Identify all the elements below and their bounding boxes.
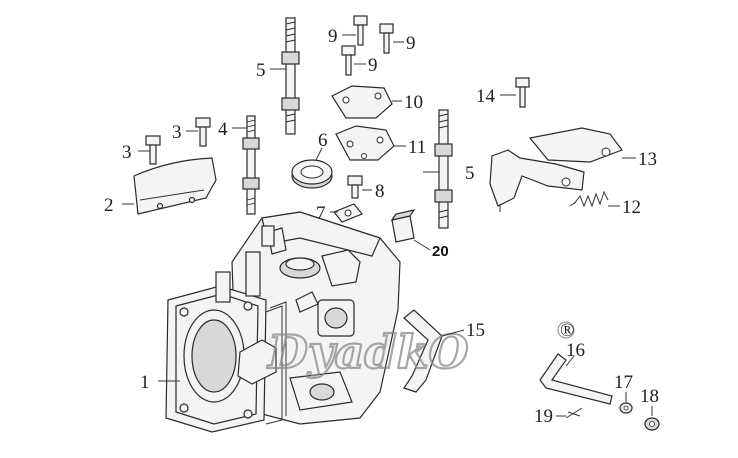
bolt-9c (341, 45, 356, 76)
cylinder-head (165, 211, 401, 433)
callout-3a: 3 (122, 142, 132, 163)
bolt-14 (515, 77, 530, 108)
callout-11: 11 (408, 137, 426, 158)
callout-1: 1 (140, 372, 150, 393)
washer-17 (619, 402, 633, 414)
callout-2: 2 (104, 195, 114, 216)
callout-12: 12 (622, 197, 641, 218)
bolt-8 (347, 175, 363, 199)
callout-18: 18 (640, 386, 659, 407)
registered-mark: ® (560, 320, 574, 341)
callout-6: 6 (318, 130, 328, 151)
spring-12 (569, 190, 609, 208)
bolt-9a (353, 15, 368, 46)
part-20-box (390, 209, 416, 243)
cotter-pin-19 (565, 407, 583, 419)
callout-16: 16 (566, 340, 585, 361)
callout-7: 7 (316, 203, 326, 224)
stud-5-left (281, 17, 300, 135)
callout-10: 10 (404, 92, 423, 113)
breather-tube (403, 309, 443, 393)
callout-20: 20 (432, 243, 449, 260)
callout-17: 17 (614, 372, 633, 393)
callout-3b: 3 (172, 122, 182, 143)
callout-9a: 9 (328, 26, 338, 47)
callout-13: 13 (638, 149, 657, 170)
callout-9b: 9 (406, 33, 416, 54)
callout-8: 8 (375, 181, 385, 202)
heat-shield (133, 157, 217, 215)
callout-5a: 5 (256, 60, 266, 81)
stud-4 (242, 115, 260, 215)
stud-5-right (434, 109, 453, 229)
watermark: DyadkO (266, 325, 469, 379)
callout-14: 14 (476, 86, 496, 107)
registered-mark-circle (557, 321, 575, 339)
bracket-13 (489, 127, 623, 212)
rod-16 (539, 353, 613, 405)
callout-5b: 5 (465, 163, 475, 184)
bolt-3a (145, 135, 161, 165)
seal-ring (291, 159, 333, 189)
bolt-9b (379, 23, 394, 54)
cover-plate-10 (331, 85, 393, 119)
callout-9c: 9 (368, 55, 378, 76)
callout-4: 4 (218, 119, 228, 140)
callout-19: 19 (534, 406, 553, 427)
bolt-3b (195, 117, 211, 147)
callout-15: 15 (466, 320, 485, 341)
washer-18 (644, 417, 660, 431)
